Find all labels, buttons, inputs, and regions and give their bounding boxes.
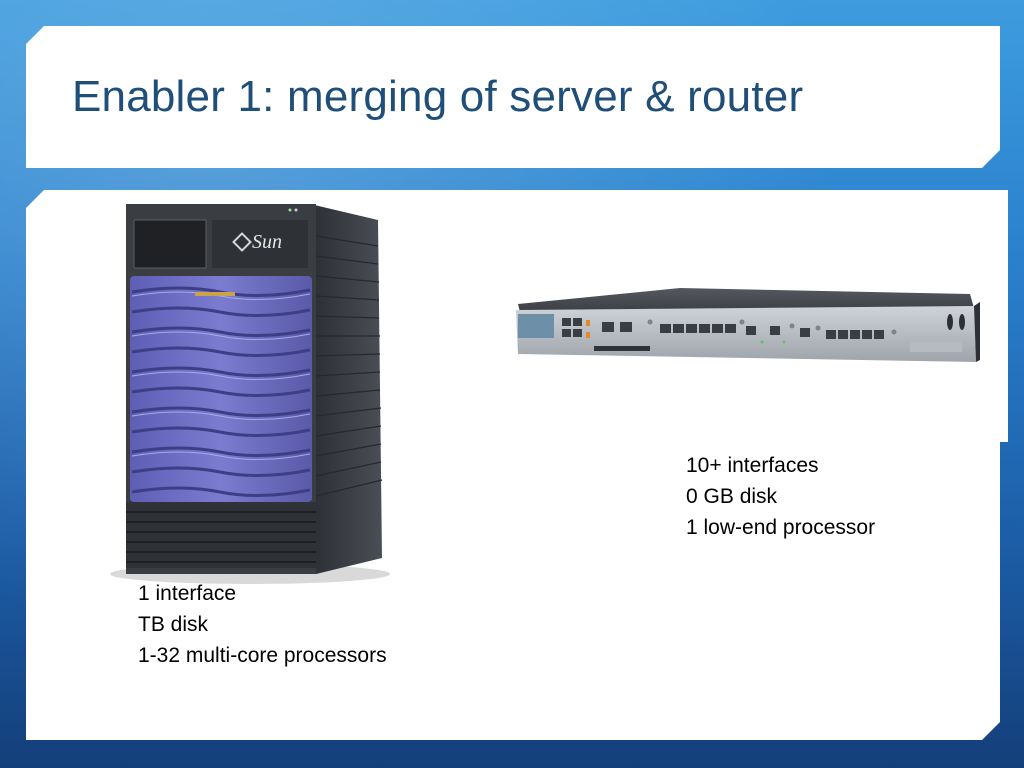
router-image-bleed <box>1000 190 1008 442</box>
server-spec-interfaces: 1 interface <box>138 582 237 605</box>
title-card <box>26 26 1000 168</box>
router-spec-disk: 0 GB disk <box>686 485 778 508</box>
server-illustration: Sun <box>110 204 390 584</box>
server-spec-disk: TB disk <box>138 613 209 636</box>
router-illustration <box>516 288 980 362</box>
router-spec-processor: 1 low-end processor <box>686 516 876 539</box>
slide-title: Enabler 1: merging of server & router <box>72 72 804 121</box>
router-specs: 10+ interfaces 0 GB disk 1 low-end proce… <box>686 450 875 543</box>
server-brand-logo: Sun <box>252 231 282 253</box>
router-spec-interfaces: 10+ interfaces <box>686 454 819 477</box>
server-spec-processors: 1-32 multi-core processors <box>138 644 387 667</box>
server-specs: 1 interface TB disk 1-32 multi-core proc… <box>138 578 387 671</box>
